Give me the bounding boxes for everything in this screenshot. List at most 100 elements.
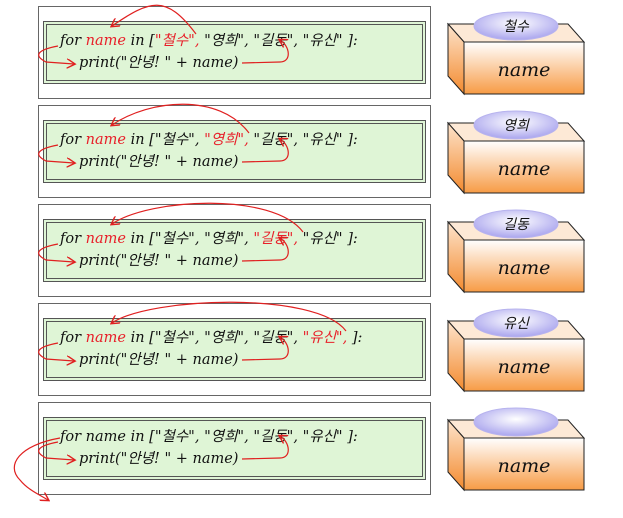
exit-loop-arrow (13, 437, 61, 500)
kw-for: for (59, 330, 86, 346)
value-ellipse (473, 407, 559, 437)
code-panel (43, 219, 426, 282)
list-item-2: "영희" (204, 330, 244, 346)
kw-in: in [ (126, 33, 155, 49)
code-line-1: for name in ["철수", "영희", "길동", "유신", ]: (59, 329, 362, 346)
list-item-2: "영희" (204, 33, 244, 49)
enter-body-arrow (38, 243, 74, 262)
box-label: name (498, 158, 551, 180)
list-item-4: "유신", (303, 330, 348, 346)
list-item-3: "길동" (253, 132, 293, 148)
list-item-1: "철수" (155, 230, 195, 247)
close-colon: ]: (351, 330, 363, 346)
list-item-4: "유신" (303, 231, 343, 247)
return-arrow (241, 40, 289, 64)
code-line-1: for name in ["철수", "영희", "길동", "유신" ]: (59, 131, 358, 148)
return-arrow (241, 139, 289, 163)
code-line-1: for name in ["철수", "영희", "길동", "유신" ]: (59, 428, 358, 445)
value-ellipse (473, 308, 559, 338)
variable-box: name 유신 (446, 308, 586, 393)
sep: , (244, 429, 249, 445)
box-label: name (498, 59, 551, 81)
code-line-2: print("안녕! " + name) (79, 451, 238, 467)
list-item-3: "길동" (253, 330, 293, 346)
variable-box: name (446, 407, 586, 492)
enter-body-arrow (38, 342, 74, 361)
step-4: for name in ["철수", "영희", "길동", "유신", ]: p… (38, 301, 586, 396)
sep: , (293, 33, 298, 49)
kw-for: for (59, 33, 86, 49)
list-item-2: "영희" (204, 231, 244, 247)
close-colon: ]: (346, 33, 358, 49)
box-value: 철수 (503, 19, 530, 35)
box-label: name (498, 455, 551, 477)
sep: , (293, 132, 298, 148)
list-item-4: "유신" (303, 132, 343, 148)
sep: , (244, 330, 249, 346)
loop-variable: name (86, 330, 126, 346)
variable-box: name 길동 (446, 209, 586, 294)
return-arrow (241, 238, 289, 262)
enter-body-arrow (38, 441, 74, 460)
code-line-2: print("안녕! " + name) (79, 154, 238, 170)
step-5: for name in ["철수", "영희", "길동", "유신" ]: pr… (38, 402, 586, 495)
list-item-3: "길동", (253, 231, 298, 247)
assign-arrow (112, 301, 347, 332)
list-item-3: "길동" (253, 33, 293, 49)
sep: , (195, 429, 200, 445)
value-ellipse (473, 110, 559, 140)
return-arrow (241, 337, 289, 361)
loop-variable: name (86, 33, 126, 49)
variable-box: name 영희 (446, 110, 586, 195)
loop-variable: name (86, 231, 126, 247)
enter-body-arrow (38, 144, 74, 163)
list-item-1: "철수" (155, 428, 195, 445)
code-line-2: print("안녕! " + name) (79, 55, 238, 71)
close-colon: ]: (346, 429, 358, 445)
sep: , (293, 330, 298, 346)
close-colon: ]: (346, 132, 358, 148)
assign-arrow (112, 4, 197, 35)
value-ellipse (473, 209, 559, 239)
kw-in: in [ (126, 330, 155, 346)
kw-in: in [ (126, 132, 155, 148)
list-item-4: "유신" (303, 33, 343, 49)
code-line-1: for name in ["철수", "영희", "길동", "유신" ]: (59, 32, 358, 49)
assign-arrow (112, 103, 250, 134)
code-line-2: print("안녕! " + name) (79, 253, 238, 269)
sep: , (195, 132, 200, 148)
kw-in: in [ (126, 231, 155, 247)
list-item-1: "철수" (155, 329, 195, 346)
kw-for: for (59, 132, 86, 148)
step-1: for name in ["철수", "영희", "길동", "유신" ]: pr… (38, 4, 586, 99)
code-line-2: print("안녕! " + name) (79, 352, 238, 368)
variable-box: name 철수 (446, 11, 586, 96)
loop-variable: name (86, 132, 126, 148)
box-label: name (498, 257, 551, 279)
list-item-2: "영희", (204, 132, 249, 148)
list-item-1: "철수" (155, 131, 195, 148)
code-panel (43, 21, 426, 84)
code-panel (43, 120, 426, 183)
box-value: 영희 (503, 118, 530, 134)
sep: , (195, 231, 200, 247)
box-value: 유신 (503, 316, 530, 332)
kw-for: for (59, 231, 86, 247)
loop-variable: name (86, 429, 126, 445)
assign-arrow (112, 202, 304, 233)
code-panel (43, 417, 426, 480)
code-panel (43, 318, 426, 381)
sep: , (244, 231, 249, 247)
box-label: name (498, 356, 551, 378)
box-value: 길동 (503, 217, 530, 233)
close-colon: ]: (346, 231, 358, 247)
enter-body-arrow (38, 45, 74, 64)
kw-in: in [ (126, 429, 155, 445)
return-arrow (241, 436, 289, 460)
list-item-2: "영희" (204, 429, 244, 445)
kw-for: for (59, 429, 86, 445)
sep: , (293, 429, 298, 445)
list-item-1: "철수", (155, 32, 200, 49)
sep: , (244, 33, 249, 49)
